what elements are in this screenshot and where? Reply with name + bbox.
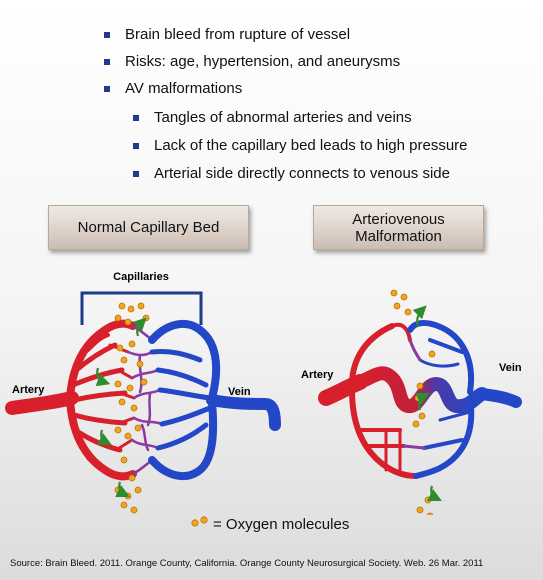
legend-text: = Oxygen molecules	[213, 516, 350, 533]
bullet-square-icon	[104, 86, 110, 92]
bullet-text: Arterial side directly connects to venou…	[154, 165, 450, 182]
capillary-mesh	[126, 324, 164, 476]
left-vein-label: Vein	[228, 386, 251, 398]
bullet-text: Lack of the capillary bed leads to high …	[154, 137, 468, 154]
normal-capillary-bed-label: Normal Capillary Bed	[48, 205, 249, 250]
bullet-item: Arterial side directly connects to venou…	[133, 165, 450, 183]
bullet-item: Lack of the capillary bed leads to high …	[133, 137, 468, 155]
bullet-square-icon	[133, 143, 139, 149]
right-vein	[407, 319, 522, 479]
bullet-item: AV malformations	[104, 80, 242, 98]
right-vein-label: Vein	[499, 362, 522, 374]
oxygen-molecule-icon	[191, 516, 208, 527]
vessel-diagrams: Capillaries	[5, 271, 522, 515]
bullet-text: Risks: age, hypertension, and aneurysms	[125, 53, 401, 70]
left-vein	[148, 319, 281, 481]
avm-diagram: Artery Vein	[301, 289, 522, 515]
avm-label: Arteriovenous Malformation	[313, 205, 484, 250]
bullet-text: Brain bleed from rupture of vessel	[125, 26, 351, 43]
avm-tangle	[402, 338, 426, 450]
bullet-square-icon	[104, 32, 110, 38]
capillaries-bracket	[80, 291, 203, 325]
bullet-text: AV malformations	[125, 80, 243, 97]
bullet-item: Brain bleed from rupture of vessel	[104, 26, 350, 44]
avm-label-line1: Arteriovenous	[352, 211, 445, 228]
right-flow-arrows	[412, 305, 442, 501]
bullet-item: Risks: age, hypertension, and aneurysms	[104, 53, 400, 71]
avm-label-line2: Malformation	[355, 228, 442, 245]
bullet-square-icon	[133, 115, 139, 121]
legend: = Oxygen molecules	[189, 513, 369, 537]
right-artery-label: Artery	[301, 369, 334, 381]
left-artery-label: Artery	[12, 384, 45, 396]
normal-capillary-diagram: Capillaries	[5, 271, 281, 514]
left-artery	[5, 319, 137, 481]
bullet-text: Tangles of abnormal arteries and veins	[154, 109, 412, 126]
bullet-square-icon	[133, 171, 139, 177]
left-flow-arrows	[95, 317, 147, 497]
avm-fistula	[353, 366, 489, 414]
bullet-item: Tangles of abnormal arteries and veins	[133, 109, 412, 127]
source-citation: Source: Brain Bleed. 2011. Orange County…	[10, 558, 484, 569]
normal-capillary-bed-text: Normal Capillary Bed	[77, 219, 220, 236]
capillaries-label: Capillaries	[113, 271, 169, 283]
bullet-square-icon	[104, 59, 110, 65]
